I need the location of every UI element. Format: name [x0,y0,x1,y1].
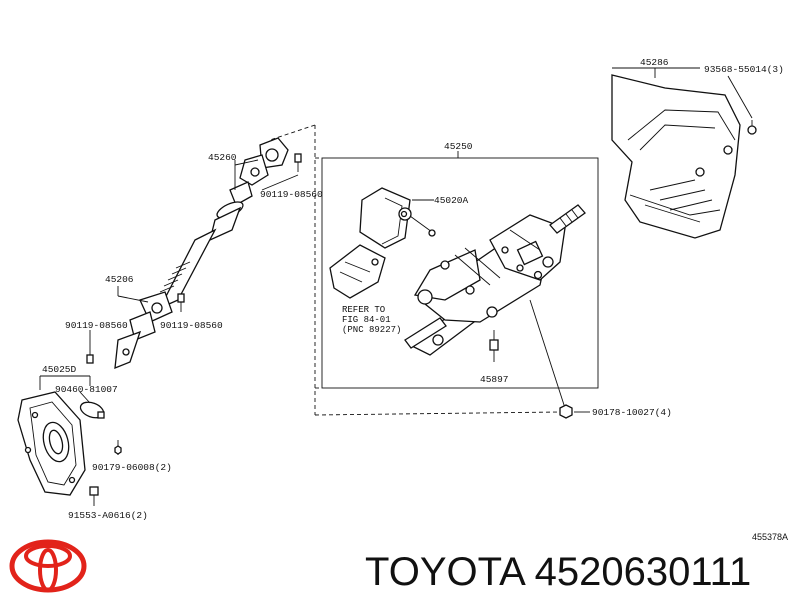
screw-93568-drawing [727,75,757,135]
part-label-45020a: 45020A [434,195,469,206]
figure-code: 455378A [752,532,788,542]
part-label-45250: 45250 [444,141,473,152]
screw-90119-left-drawing [86,330,94,364]
part-label-45025d: 45025D [42,364,77,375]
brand-caption: TOYOTA 4520630111 [365,550,751,594]
screw-90119-top-drawing [261,153,302,191]
column-cover-drawing [611,74,741,239]
part-label-90119-left: 90119-08560 [65,320,128,331]
part-label-90179: 90179-06008(2) [92,462,172,473]
part-label-90460: 90460-81007 [55,384,118,395]
refer-note-line2: FIG 84-01 [342,315,391,325]
steering-column-assembly-drawing [404,204,586,409]
refer-component-drawing [329,244,386,299]
part-label-90119-right: 90119-08560 [160,320,223,331]
part-label-45286: 45286 [640,57,669,68]
part-label-91553: 91553-A0616(2) [68,510,148,521]
part-label-45897: 45897 [480,374,509,385]
part-label-45206: 45206 [105,274,134,285]
refer-note-line1: REFER TO [342,305,385,315]
part-label-90178: 90178-10027(4) [592,407,672,418]
part-label-45260: 45260 [208,152,237,163]
part-label-93568: 93568-55014(3) [704,64,784,75]
column-assembly-frame [321,157,599,389]
screw-90119-right-drawing [177,293,185,312]
bolt-45897-drawing [489,330,499,362]
nut-90179-drawing [114,440,122,455]
ecu-45020a-drawing [359,187,436,249]
bolt-91553-drawing [89,486,99,506]
refer-note-line3: (PNC 89227) [342,325,401,335]
intermediate-shaft-drawing [114,137,289,370]
nut-90178-drawing [559,404,590,419]
boot-45025d-drawing [17,391,105,496]
part-label-90119-top: 90119-08560 [260,189,323,200]
toyota-logo [9,539,87,593]
